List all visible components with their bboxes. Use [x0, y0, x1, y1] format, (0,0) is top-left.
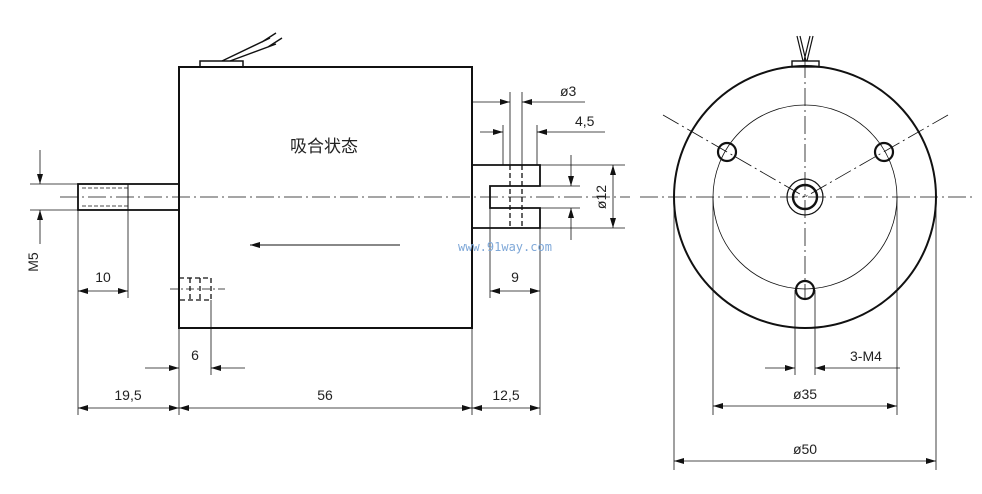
mount-hole — [716, 141, 738, 163]
dim-hole-depth: 6 — [191, 347, 199, 363]
dim-bolt-circle: ø35 — [793, 386, 817, 402]
dim-thread-length: 10 — [95, 269, 111, 285]
mount-hole — [873, 141, 895, 163]
shaft-boss — [786, 178, 824, 216]
lead-wires — [221, 32, 283, 62]
dim-end-diameter: ø12 — [593, 185, 609, 209]
dim-pin-offset: 4,5 — [575, 113, 595, 129]
state-label: 吸合状态 — [290, 137, 358, 157]
mount-hole — [794, 279, 816, 301]
watermark: www.91way.com — [458, 240, 552, 254]
dim-pin-diameter: ø3 — [560, 83, 577, 99]
shaft-hole — [791, 183, 819, 211]
dim-body-length: 56 — [317, 387, 333, 403]
dim-shaft-length: 19,5 — [114, 387, 141, 403]
wire-pad — [199, 60, 244, 68]
dim-slot-end: 12,5 — [492, 387, 519, 403]
dim-thread: M5 — [25, 252, 41, 272]
dim-mount-holes: 3-M4 — [850, 348, 882, 364]
slot-end — [472, 164, 541, 229]
dim-outer-diameter: ø50 — [793, 441, 817, 457]
dim-slot-depth: 9 — [511, 269, 519, 285]
